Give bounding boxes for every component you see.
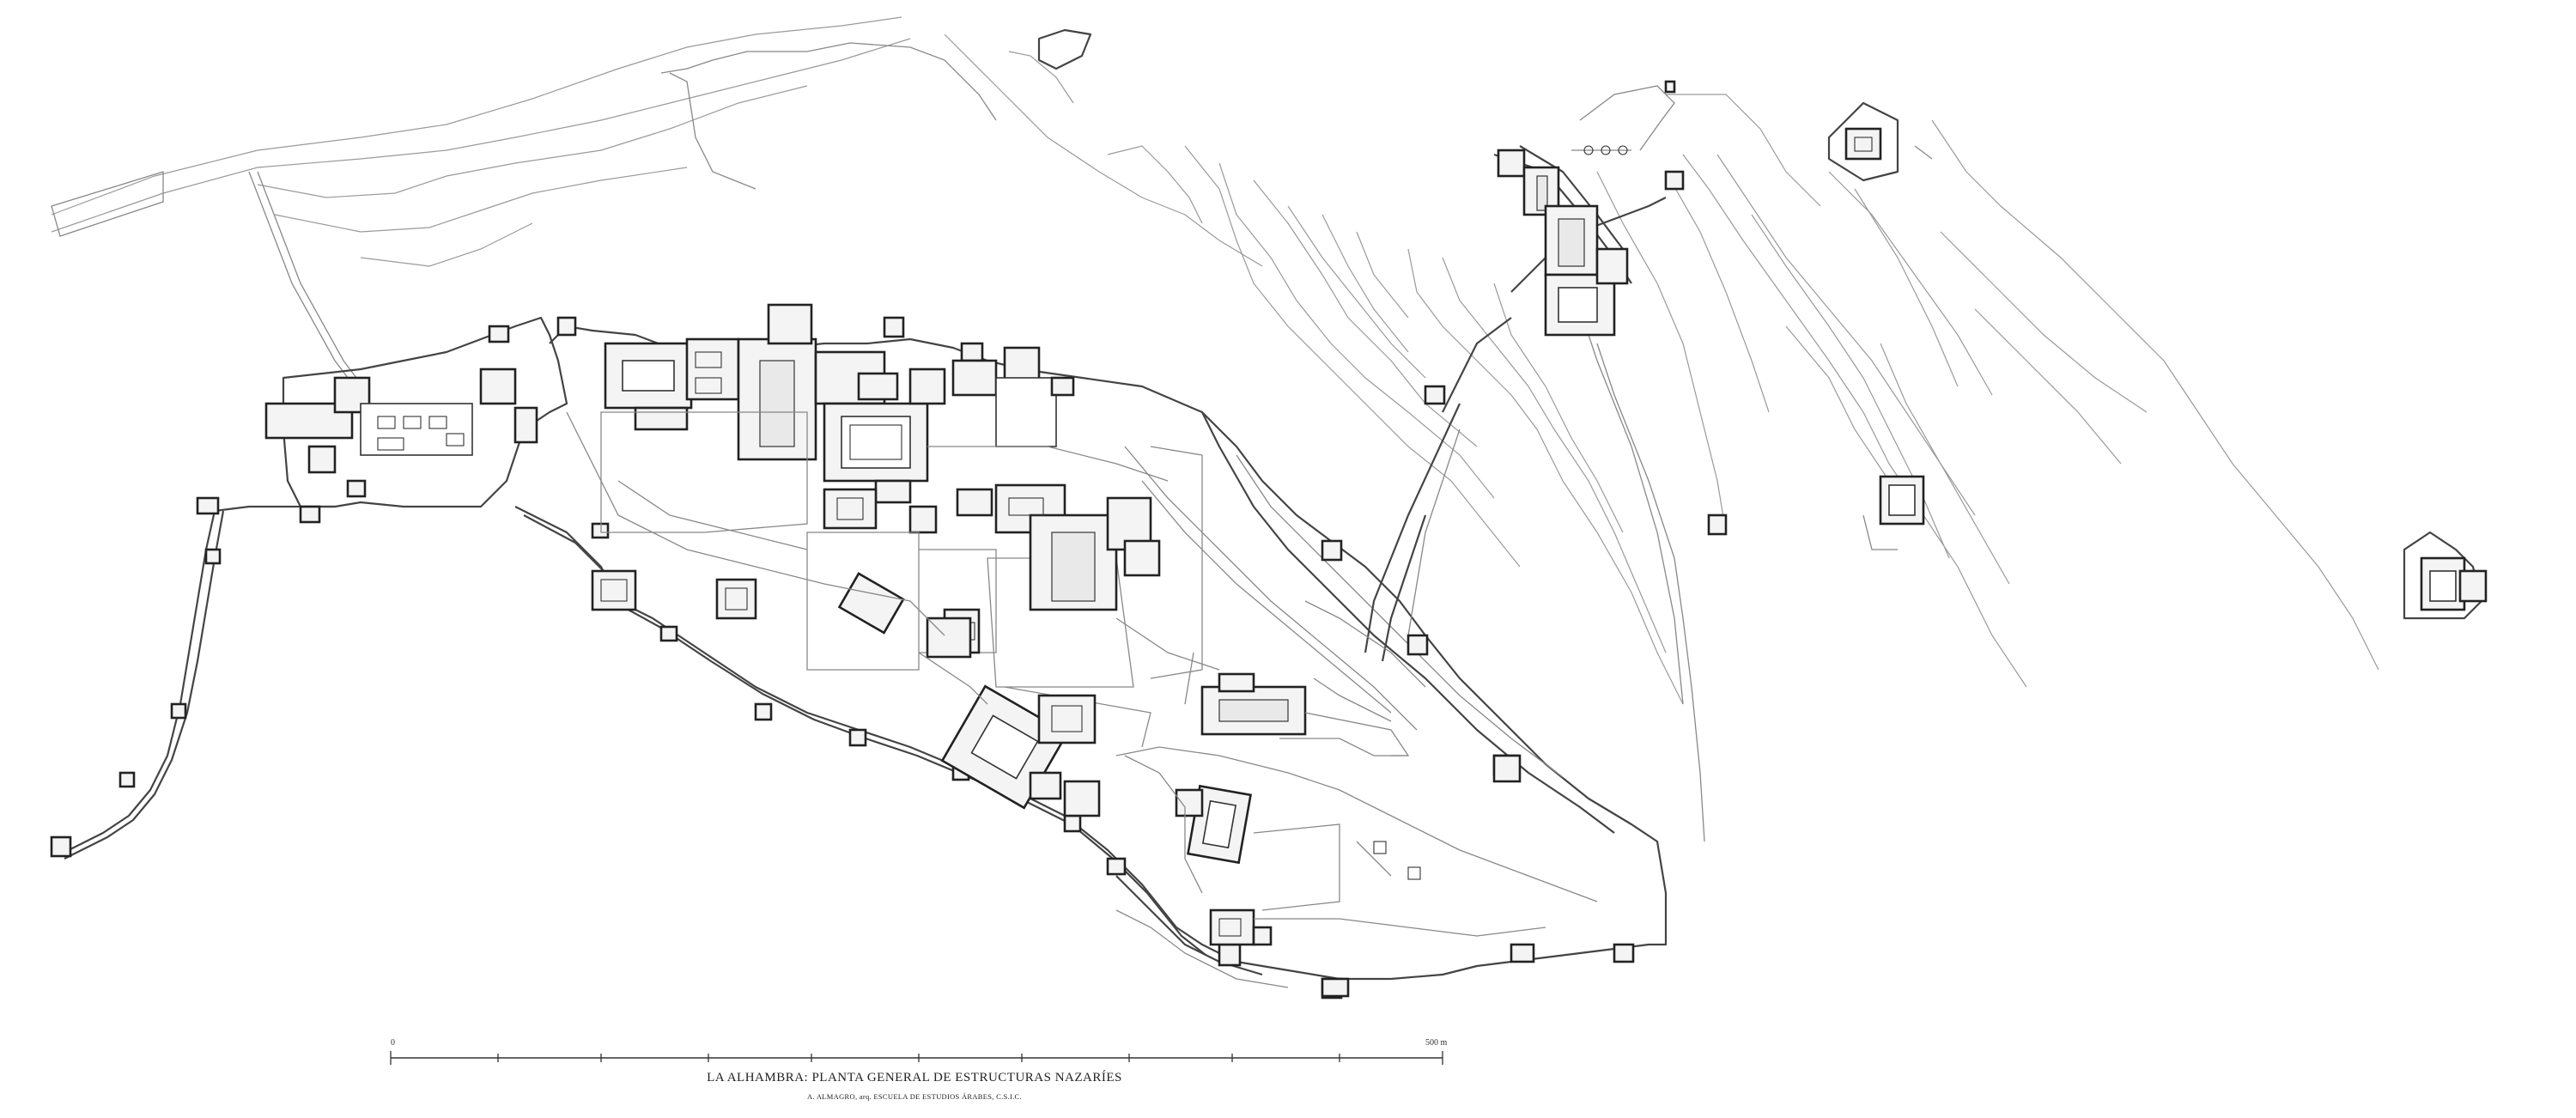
alcazaba: [264, 368, 538, 474]
medina-buildings: [591, 569, 1598, 998]
interior-paths: [566, 411, 1426, 722]
map-title: LA ALHAMBRA: PLANTA GENERAL DE ESTRUCTUR…: [707, 1071, 1122, 1085]
central-area: [600, 411, 1203, 748]
map-credit: A. ALMAGRO, arq. ESCUELA DE ESTUDIOS ÁRA…: [807, 1092, 1022, 1101]
generalife: [1493, 80, 1728, 536]
scale-start-label: 0: [391, 1038, 395, 1048]
dar-al-arusa: [1862, 475, 1925, 550]
scale-end-label: 500 m: [1425, 1038, 1448, 1048]
scale-bar: [390, 1051, 1443, 1065]
partal-palace: [943, 483, 1161, 654]
palacio-de-los-alijares: [2403, 531, 2488, 620]
silla-del-moro: [1827, 101, 1933, 182]
nasrid-palaces: [604, 303, 1075, 504]
